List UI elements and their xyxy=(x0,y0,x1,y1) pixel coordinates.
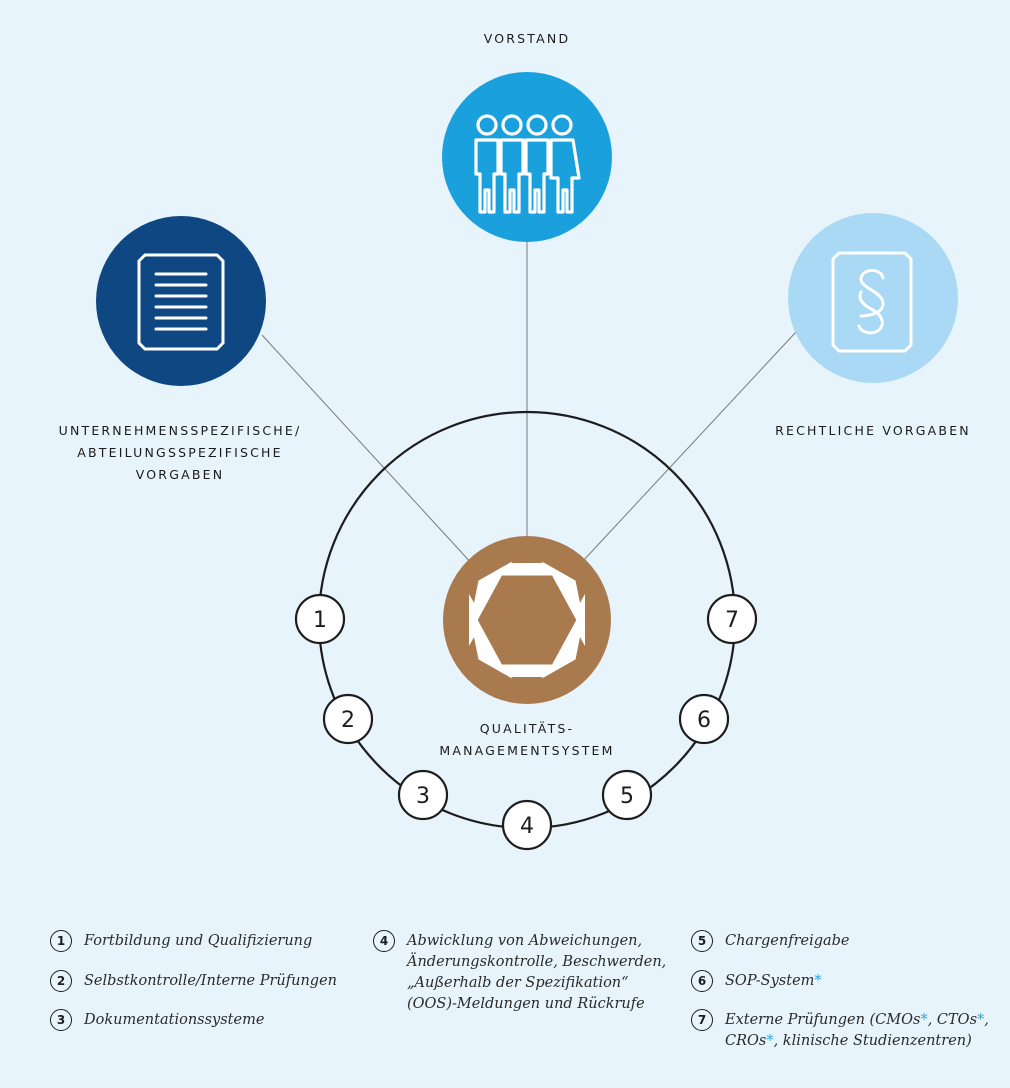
node-unternehmen xyxy=(96,216,266,386)
legend-asterisk: * xyxy=(766,1033,774,1049)
ring-node-label: 3 xyxy=(416,784,430,809)
legend-number: 6 xyxy=(691,970,713,992)
ring-node-6: 6 xyxy=(678,693,730,745)
legend-number: 2 xyxy=(50,970,72,992)
legend-text: Abwicklung von Abweichungen, Änderungsko… xyxy=(407,933,667,1012)
ring-node-label: 7 xyxy=(725,608,739,633)
legend-text: Fortbildung und Qualifizierung xyxy=(84,933,313,949)
ring-node-label: 6 xyxy=(697,708,711,733)
label-vorstand: VORSTAND xyxy=(483,31,571,46)
legend-asterisk: * xyxy=(814,973,822,989)
legend-text-part: , CROs xyxy=(725,1012,989,1049)
ring-node-5: 5 xyxy=(601,769,653,821)
legend-asterisk: * xyxy=(920,1012,928,1028)
ring-node-label: 4 xyxy=(520,814,534,839)
node-rechtlich xyxy=(788,213,958,383)
legend-item-4: 4 Abwicklung von Abweichungen, Änderungs… xyxy=(373,930,667,1015)
node-rechtlich-circle xyxy=(788,213,958,383)
legend-item-6: 6 SOP-System* xyxy=(691,970,822,992)
legend-text-part: SOP-System xyxy=(725,973,815,989)
paragraph-icon xyxy=(831,251,913,353)
legend-number: 5 xyxy=(691,930,713,952)
legend-number: 1 xyxy=(50,930,72,952)
connector-right xyxy=(581,331,797,563)
quality-diagram: 1 2 3 4 5 6 7 xyxy=(96,72,958,851)
legend-item-1: 1 Fortbildung und Qualifizierung xyxy=(50,930,313,952)
ring-node-label: 1 xyxy=(313,608,327,633)
hexagon-icon xyxy=(463,545,591,695)
legend-text: Dokumentationssysteme xyxy=(84,1012,265,1028)
node-qms xyxy=(443,536,611,704)
connector-left xyxy=(261,334,475,567)
legend-text: Chargenfreigabe xyxy=(725,933,850,949)
node-vorstand xyxy=(442,72,612,242)
legend-text: Selbstkontrolle/Interne Prüfungen xyxy=(84,973,337,989)
ring-node-label: 5 xyxy=(620,784,634,809)
label-rechtlich: RECHTLICHE VORGABEN xyxy=(775,423,971,438)
legend-text-part: Externe Prüfungen (CMOs xyxy=(725,1012,921,1028)
legend-text-part: , CTOs xyxy=(927,1012,978,1028)
people-icon xyxy=(474,114,581,214)
legend-item-3: 3 Dokumentationssysteme xyxy=(50,1009,265,1031)
legend-number: 7 xyxy=(691,1009,713,1031)
document-icon xyxy=(137,253,225,351)
legend-text: Externe Prüfungen (CMOs*, CTOs*, CROs*, … xyxy=(725,1010,1010,1052)
label-qms: QUALITÄTS- MANAGEMENTSYSTEM xyxy=(439,721,615,758)
label-unternehmen: UNTERNEHMENSSPEZIFISCHE/ ABTEILUNGSSPEZI… xyxy=(58,423,302,482)
ring-node-2: 2 xyxy=(322,693,374,745)
ring-node-7: 7 xyxy=(706,593,758,645)
legend-asterisk: * xyxy=(977,1012,985,1028)
legend-item-5: 5 Chargenfreigabe xyxy=(691,930,850,952)
legend-number: 3 xyxy=(50,1009,72,1031)
legend-text-part: , klinische Studienzentren) xyxy=(773,1033,972,1049)
ring-node-4: 4 xyxy=(501,799,553,851)
ring-node-3: 3 xyxy=(397,769,449,821)
legend-number: 4 xyxy=(373,930,395,952)
legend-item-7: 7 Externe Prüfungen (CMOs*, CTOs*, CROs*… xyxy=(691,1009,1010,1052)
ring-node-label: 2 xyxy=(341,708,355,733)
legend-text: SOP-System* xyxy=(725,971,822,992)
ring-node-1: 1 xyxy=(294,593,346,645)
legend-item-2: 2 Selbstkontrolle/Interne Prüfungen xyxy=(50,970,337,992)
